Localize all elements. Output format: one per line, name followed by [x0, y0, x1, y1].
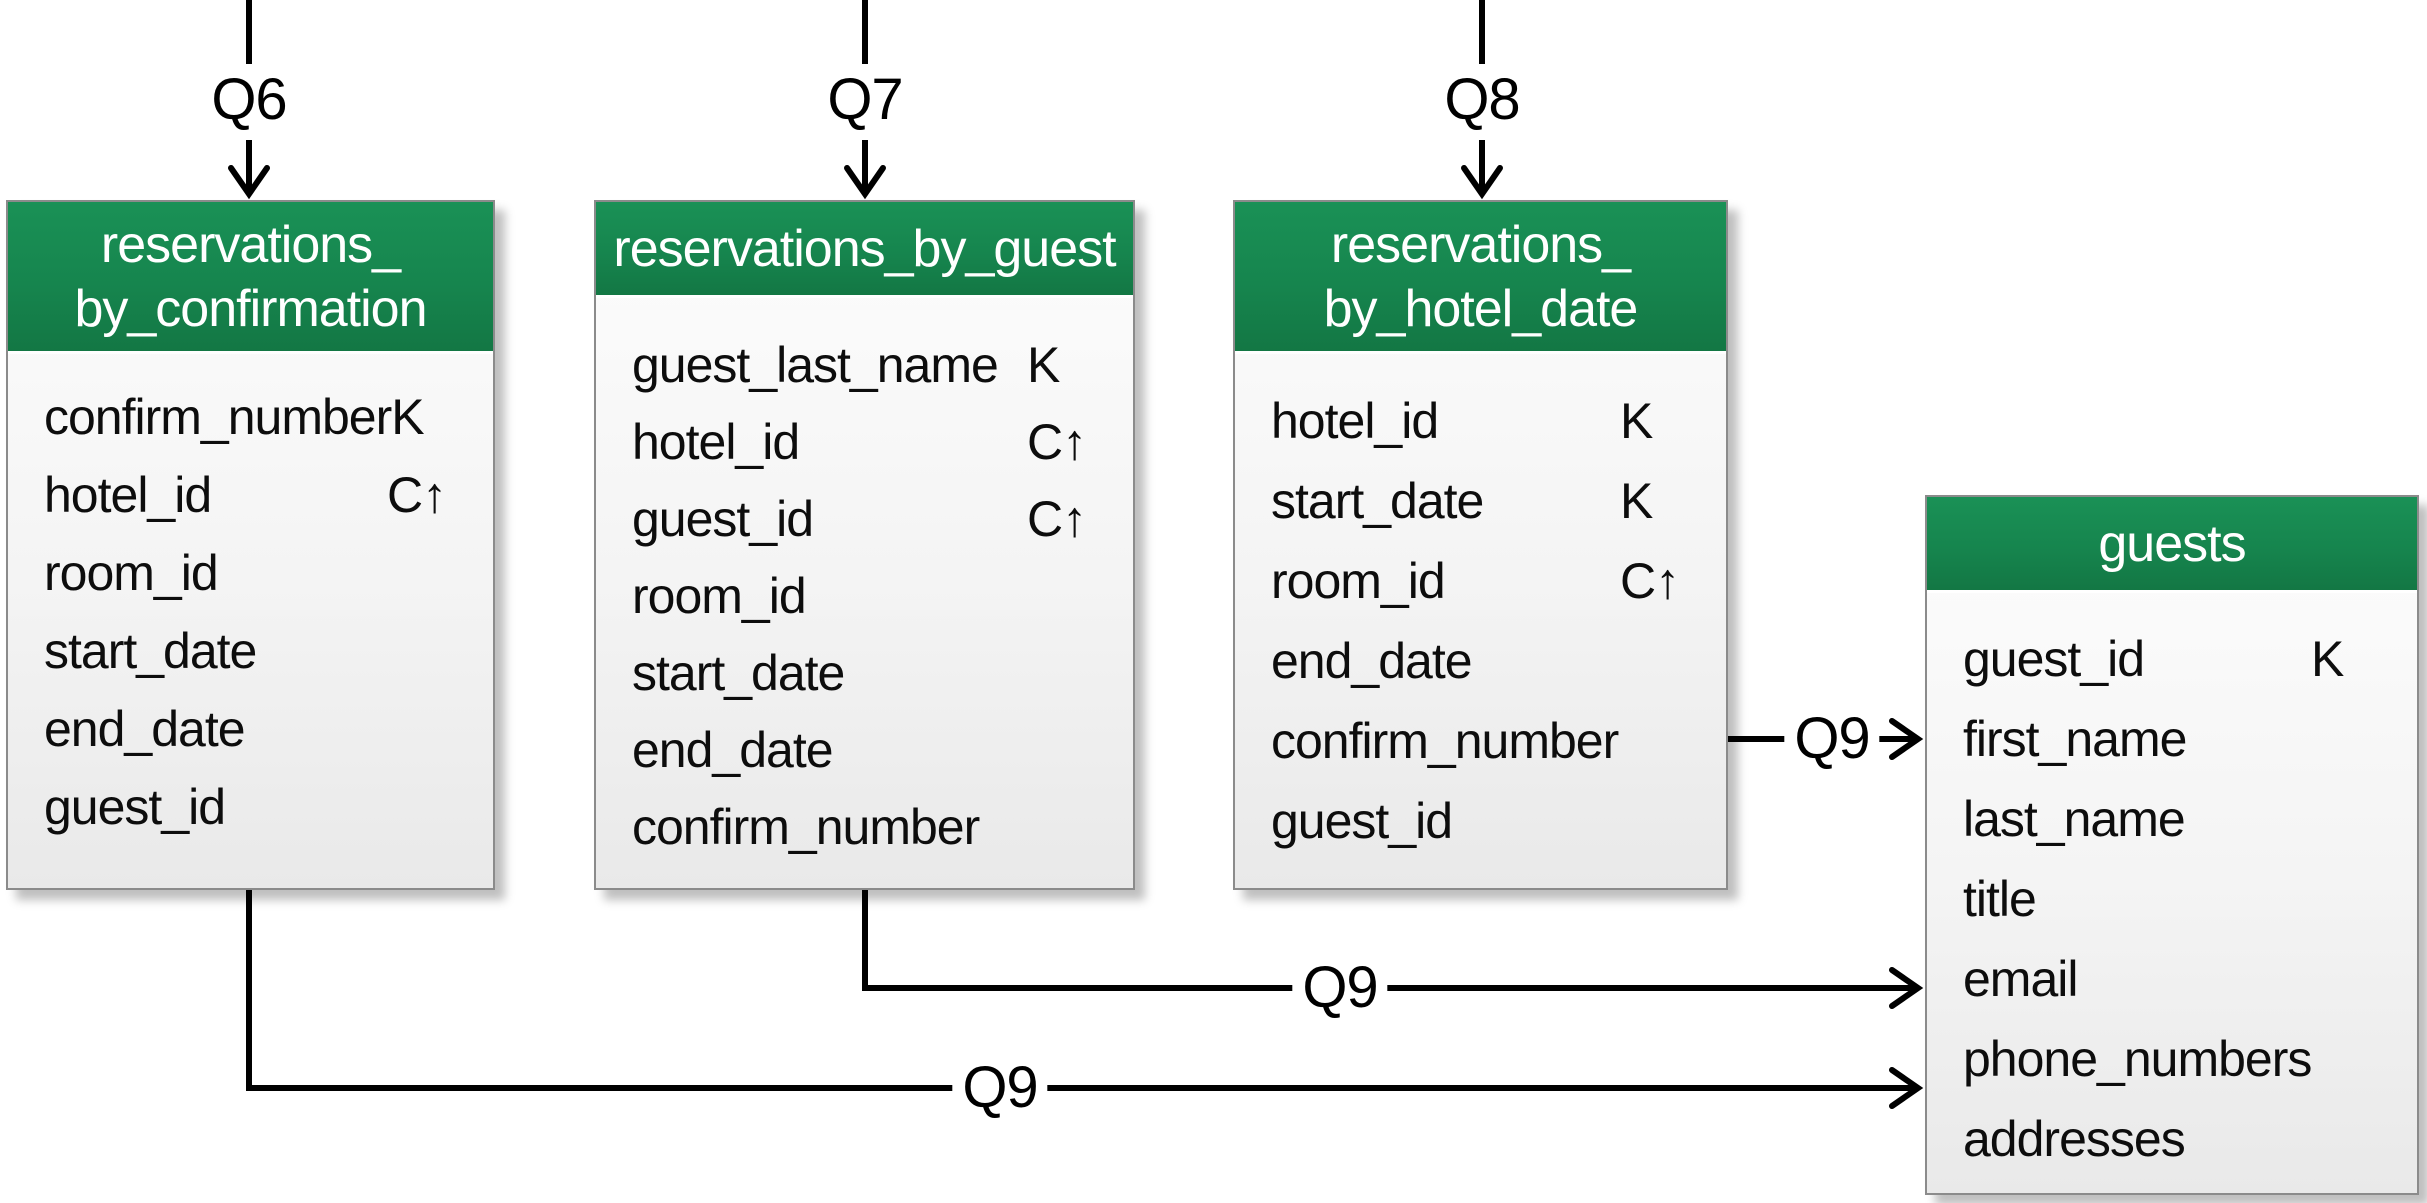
q9-label-from-hotel-date: Q9 [1784, 708, 1880, 770]
field-name: start_date [632, 644, 845, 701]
field-row: guest_id [1235, 781, 1726, 861]
field-row: guest_id [8, 768, 493, 846]
field-name: confirm_number [632, 798, 980, 855]
table-fields: guest_id K first_name last_name title ema… [1927, 593, 2417, 1179]
field-row: end_date [8, 690, 493, 768]
field-row: confirm_number [596, 788, 1133, 865]
field-name: room_id [44, 545, 219, 601]
field-row: start_date [596, 634, 1133, 711]
field-row: end_date [1235, 621, 1726, 701]
table-title-line: reservations_ [100, 215, 401, 274]
field-row: room_id C↑ [1235, 541, 1726, 621]
q6-label: Q6 [211, 67, 287, 132]
field-name: phone_numbers [1963, 1031, 2312, 1087]
field-name: hotel_id [1271, 393, 1439, 449]
q9-label-from-confirmation: Q9 [952, 1057, 1048, 1119]
field-row: email [1927, 939, 2417, 1019]
field-name: last_name [1963, 791, 2186, 847]
table-header: reservations_ by_confirmation [8, 202, 493, 354]
field-name: end_date [632, 721, 834, 778]
field-name: confirm_number [44, 389, 392, 445]
field-row: guest_last_name K [596, 326, 1133, 403]
field-name: guest_id [632, 490, 814, 547]
field-name: confirm_number [1271, 713, 1619, 769]
field-key: C↑ [1027, 490, 1087, 547]
field-name: start_date [44, 623, 257, 679]
q7-label: Q7 [827, 67, 903, 132]
field-name: guest_id [1963, 631, 2145, 687]
table-header: guests [1927, 497, 2417, 593]
field-name: end_date [44, 701, 246, 757]
field-row: end_date [596, 711, 1133, 788]
q9-label-from-guest: Q9 [1292, 957, 1388, 1019]
table-title-line: reservations_by_guest [613, 219, 1116, 278]
field-name: email [1963, 951, 2078, 1007]
table-title-line: reservations_ [1330, 215, 1631, 274]
table-header: reservations_ by_hotel_date [1235, 202, 1726, 354]
field-name: first_name [1963, 711, 2187, 767]
field-key: K [2311, 631, 2344, 687]
field-name: addresses [1963, 1111, 2186, 1167]
table-title-line: by_confirmation [74, 279, 427, 338]
q9-arrow-from-confirmation [246, 888, 1924, 1109]
field-row: start_date [8, 612, 493, 690]
field-key: K [391, 389, 424, 445]
field-key: C↑ [1620, 553, 1680, 609]
q9-arrow-from-guest [862, 888, 1924, 1009]
field-name: guest_id [1271, 793, 1453, 849]
field-row: confirm_number [1235, 701, 1726, 781]
field-row: title [1927, 859, 2417, 939]
field-row: first_name [1927, 699, 2417, 779]
field-name: guest_id [44, 779, 226, 835]
field-key: C↑ [387, 467, 447, 523]
table-guests: guests guest_id K first_name last_name ti… [1925, 495, 2419, 1195]
field-name: title [1963, 871, 2037, 927]
field-key: K [1620, 393, 1653, 449]
field-name: room_id [1271, 553, 1446, 609]
q6-arrow [228, 0, 270, 200]
field-row: last_name [1927, 779, 2417, 859]
table-reservations-by-confirmation: reservations_ by_confirmation confirm_nu… [6, 200, 495, 890]
table-header: reservations_by_guest [596, 202, 1133, 298]
field-name: guest_last_name [632, 336, 999, 393]
field-name: hotel_id [44, 467, 212, 523]
field-row: hotel_id C↑ [8, 456, 493, 534]
field-row: start_date K [1235, 461, 1726, 541]
table-title-line: guests [2098, 514, 2246, 573]
field-row: guest_id K [1927, 619, 2417, 699]
q7-arrow [844, 0, 886, 200]
field-row: hotel_id C↑ [596, 403, 1133, 480]
field-row: hotel_id K [1235, 381, 1726, 461]
field-key: K [1620, 473, 1653, 529]
table-reservations-by-guest: reservations_by_guest guest_last_name K h… [594, 200, 1135, 890]
field-row: room_id [596, 557, 1133, 634]
field-name: room_id [632, 567, 807, 624]
field-name: end_date [1271, 633, 1473, 689]
field-row: room_id [8, 534, 493, 612]
q8-arrow [1461, 0, 1503, 200]
field-row: addresses [1927, 1099, 2417, 1179]
field-row: phone_numbers [1927, 1019, 2417, 1099]
table-title-line: by_hotel_date [1323, 279, 1639, 338]
field-name: start_date [1271, 473, 1484, 529]
field-key: C↑ [1027, 413, 1087, 470]
q8-label: Q8 [1444, 67, 1520, 132]
field-row: guest_id C↑ [596, 480, 1133, 557]
field-key: K [1027, 336, 1060, 393]
field-name: hotel_id [632, 413, 800, 470]
